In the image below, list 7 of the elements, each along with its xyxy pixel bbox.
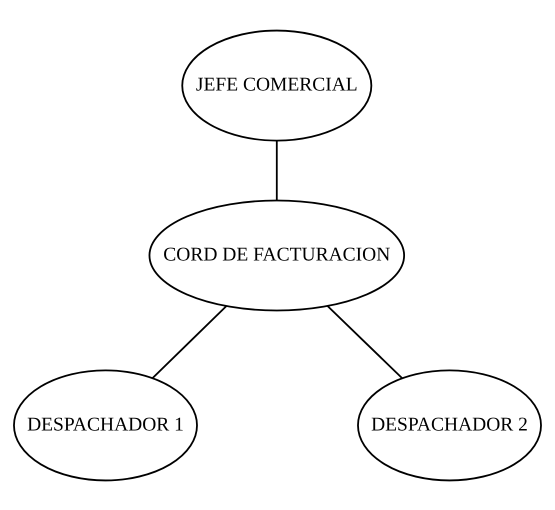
node-ellipse: JEFE COMERCIAL xyxy=(181,29,372,141)
connector xyxy=(152,304,227,378)
connector xyxy=(276,140,278,200)
connector xyxy=(327,304,403,378)
node-ellipse: CORD DE FACTURACION xyxy=(148,199,406,311)
node-ellipse: DESPACHADOR 1 xyxy=(13,369,198,481)
node-ellipse: DESPACHADOR 2 xyxy=(357,369,542,481)
